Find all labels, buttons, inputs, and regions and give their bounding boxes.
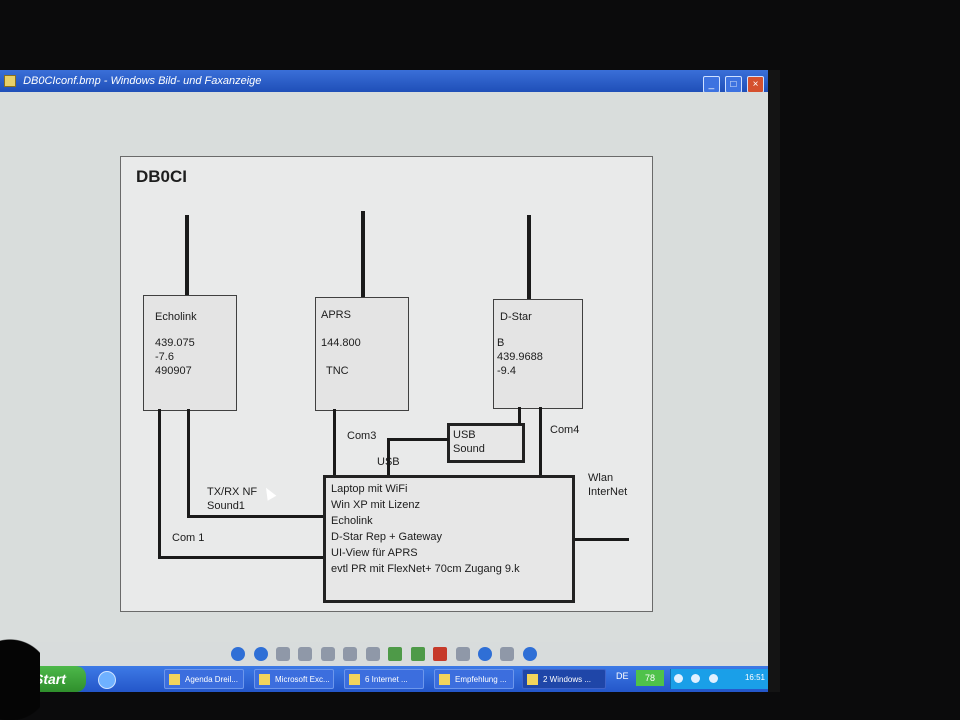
rotate-counterclockwise-icon[interactable] xyxy=(410,647,425,661)
battery-indicator[interactable]: 78 xyxy=(636,670,664,686)
taskbar-item[interactable]: Agenda Dreil... xyxy=(164,669,244,689)
echolink-com1-vertical xyxy=(158,409,161,559)
language-indicator[interactable]: DE xyxy=(616,671,629,681)
task-label: Agenda Dreil... xyxy=(185,675,238,684)
echolink-box: Echolink 439.075 -7.6 490907 xyxy=(143,295,237,411)
laptop-line1: Laptop mit WiFi xyxy=(331,483,408,495)
help-icon[interactable] xyxy=(522,647,537,661)
internet-label: InterNet xyxy=(588,486,628,498)
dstar-antenna xyxy=(527,215,531,299)
window-titlebar[interactable]: DB0CIconf.bmp - Windows Bild- und Faxanz… xyxy=(0,70,768,95)
usb-horizontal xyxy=(387,438,449,441)
aprs-box: APRS 144.800 TNC xyxy=(315,297,409,411)
echolink-label: Echolink xyxy=(155,311,197,323)
zoom-in-icon[interactable] xyxy=(343,647,358,661)
task-label: 6 Internet ... xyxy=(365,675,408,684)
task-label: 2 Windows ... xyxy=(543,675,592,684)
echolink-node: 490907 xyxy=(155,365,192,377)
taskbar: Start Agenda Dreil... Microsoft Exc... 6… xyxy=(0,666,768,692)
minimize-button[interactable]: _ xyxy=(702,76,720,93)
com3-label: Com3 xyxy=(347,430,377,442)
aprs-tnc: TNC xyxy=(326,365,349,377)
wlan-label: Wlan xyxy=(588,472,614,484)
dstar-module: B xyxy=(497,337,505,349)
zoom-out-icon[interactable] xyxy=(365,647,380,661)
dstar-offset: -9.4 xyxy=(497,365,516,377)
excel-icon xyxy=(259,674,270,685)
station-diagram: DB0CI Echolink 439.075 -7.6 490907 APRS … xyxy=(120,156,653,612)
com4-label: Com4 xyxy=(550,424,580,436)
aprs-antenna xyxy=(361,211,365,297)
browser-quicklaunch-icon[interactable] xyxy=(98,671,116,689)
audience-silhouette xyxy=(0,620,40,720)
image-viewer: DB0CI Echolink 439.075 -7.6 490907 APRS … xyxy=(0,92,768,642)
txrx-label: TX/RX NF xyxy=(207,486,258,498)
dstar-box: D-Star B 439.9688 -9.4 xyxy=(493,299,583,409)
laptop-box: Laptop mit WiFi Win XP mit Lizenz Echoli… xyxy=(323,475,575,603)
laptop-line5: UI-View für APRS xyxy=(331,547,418,559)
system-tray: 16:51 xyxy=(670,669,768,689)
slideshow-icon[interactable] xyxy=(320,647,335,661)
mail-icon xyxy=(439,674,450,685)
taskbar-item[interactable]: Microsoft Exc... xyxy=(254,669,334,689)
viewer-toolbar xyxy=(0,642,768,666)
window-title: DB0CIconf.bmp - Windows Bild- und Faxanz… xyxy=(23,75,262,88)
com1-horizontal xyxy=(158,556,323,559)
document-icon xyxy=(169,674,180,685)
sound-horizontal xyxy=(187,515,323,518)
dstar-label: D-Star xyxy=(500,311,532,323)
diagram-title: DB0CI xyxy=(136,167,188,186)
close-button[interactable]: × xyxy=(747,76,764,93)
projection-screen-edge xyxy=(768,70,780,692)
aprs-com3-vertical xyxy=(333,409,336,477)
echolink-offset: -7.6 xyxy=(155,351,174,363)
next-image-icon[interactable] xyxy=(253,647,268,661)
task-label: Empfehlung ... xyxy=(455,675,507,684)
print-icon[interactable] xyxy=(455,647,470,661)
usbsound-dstar-link xyxy=(518,407,521,425)
actual-size-icon[interactable] xyxy=(298,647,313,661)
edit-icon[interactable] xyxy=(500,647,515,661)
delete-icon[interactable] xyxy=(433,647,448,661)
laptop-line4: D-Star Rep + Gateway xyxy=(331,531,442,543)
taskbar-item[interactable]: 6 Internet ... xyxy=(344,669,424,689)
usb-sound-line2: Sound xyxy=(453,443,485,455)
projected-screen: DB0CIconf.bmp - Windows Bild- und Faxanz… xyxy=(0,70,768,692)
security-icon[interactable] xyxy=(708,674,718,683)
internet-explorer-icon xyxy=(349,674,360,685)
best-fit-icon[interactable] xyxy=(275,647,290,661)
echolink-antenna xyxy=(185,215,189,295)
folder-icon xyxy=(527,674,538,685)
taskbar-item[interactable]: Empfehlung ... xyxy=(434,669,514,689)
com1-label: Com 1 xyxy=(172,532,205,544)
usb-sound-box: USB Sound xyxy=(447,423,525,463)
mouse-cursor-icon xyxy=(261,485,277,501)
usb-label: USB xyxy=(377,456,400,468)
taskbar-item[interactable]: 2 Windows ... xyxy=(522,669,606,689)
previous-image-icon[interactable] xyxy=(231,647,246,661)
network-icon[interactable] xyxy=(674,674,683,683)
rotate-clockwise-icon[interactable] xyxy=(388,647,403,661)
aprs-label: APRS xyxy=(321,309,351,321)
window-controls: _ □ × xyxy=(701,73,764,95)
wlan-line xyxy=(571,538,629,541)
echolink-freq: 439.075 xyxy=(155,337,195,349)
save-icon[interactable] xyxy=(478,647,493,661)
laptop-line3: Echolink xyxy=(331,515,373,527)
volume-icon[interactable] xyxy=(691,674,701,683)
echolink-sound-vertical xyxy=(187,409,190,517)
maximize-button[interactable]: □ xyxy=(724,76,742,93)
dstar-freq: 439.9688 xyxy=(497,351,543,363)
usb-sound-line1: USB xyxy=(453,429,476,441)
image-file-icon xyxy=(4,75,16,88)
usb-vertical xyxy=(387,439,390,477)
aprs-freq: 144.800 xyxy=(321,337,361,349)
laptop-line2: Win XP mit Lizenz xyxy=(331,499,421,511)
task-label: Microsoft Exc... xyxy=(275,675,330,684)
dstar-com4-vertical xyxy=(539,407,542,477)
sound1-label: Sound1 xyxy=(207,500,245,512)
clock[interactable]: 16:51 xyxy=(744,673,765,682)
laptop-line6: evtl PR mit FlexNet+ 70cm Zugang 9.k xyxy=(331,563,520,575)
